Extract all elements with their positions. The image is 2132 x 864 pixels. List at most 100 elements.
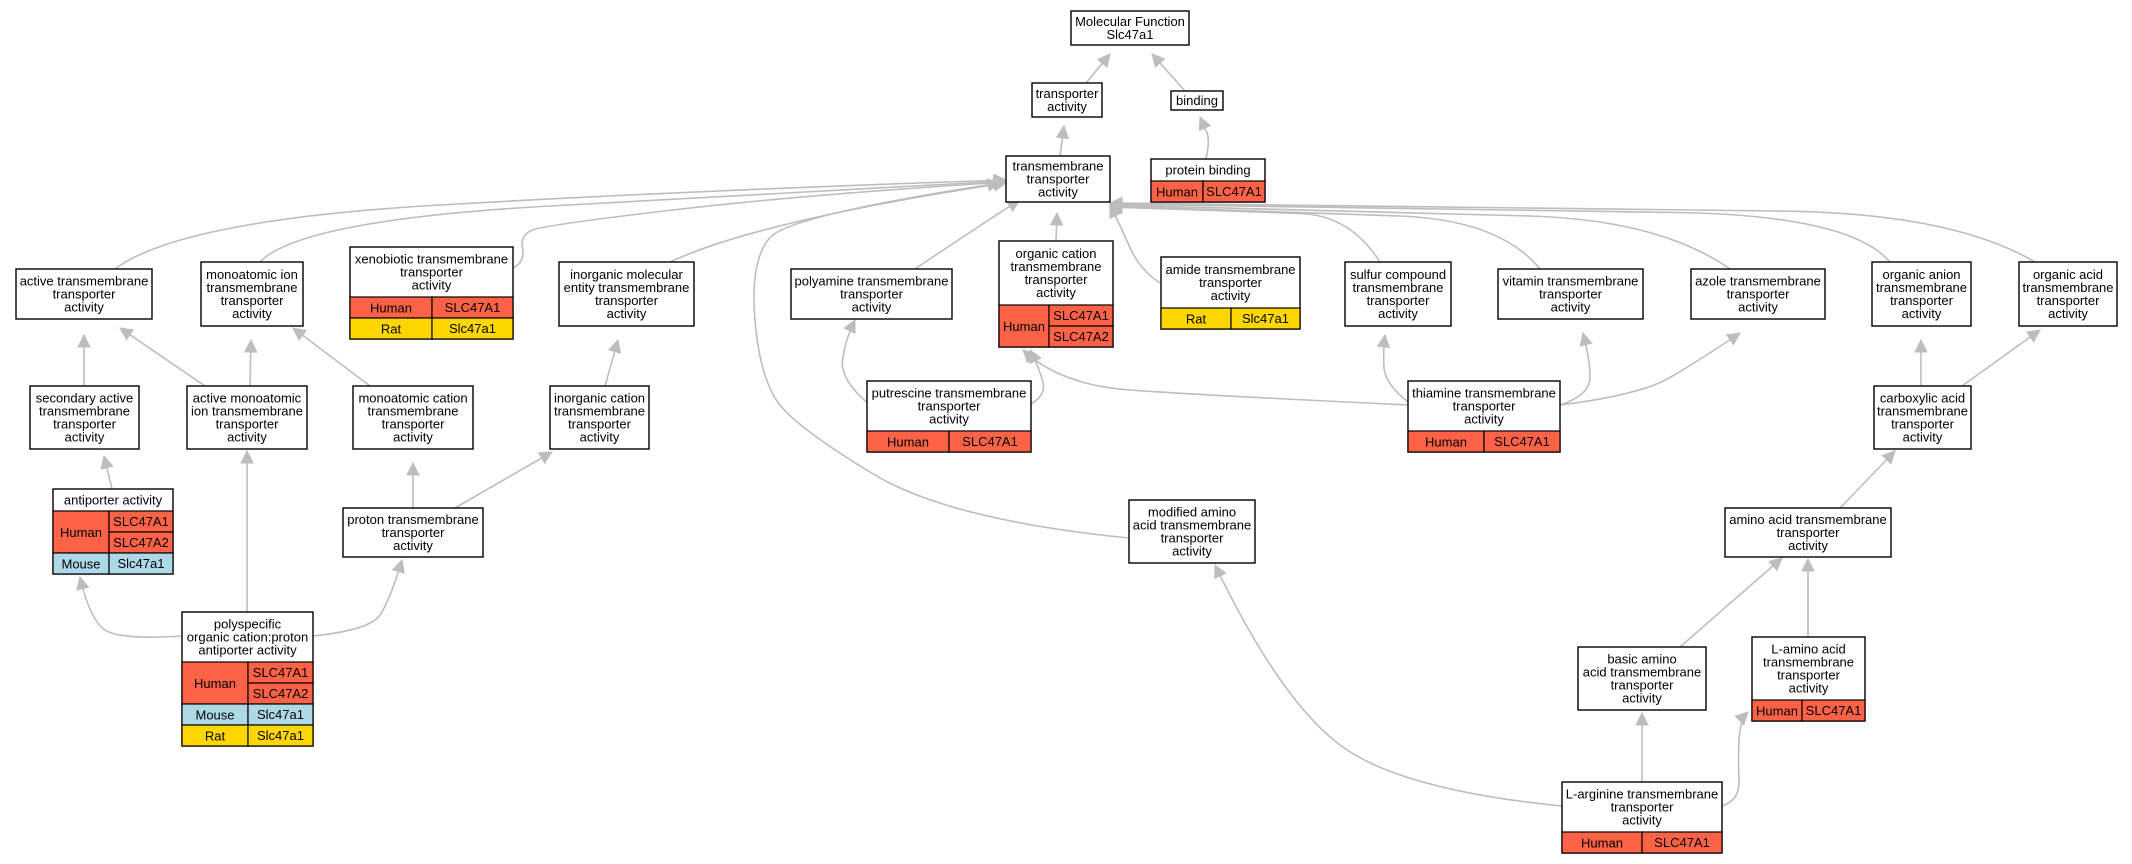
term-label-line: carboxylic acid [1880, 391, 1965, 406]
term-label-line: xenobiotic transmembrane [355, 252, 508, 267]
species-label: Mouse [195, 708, 234, 723]
go-term-monoatomic-cation[interactable]: monoatomic cationtransmembranetransporte… [352, 385, 474, 450]
term-label-line: entity transmembrane [564, 280, 690, 295]
arrowhead [843, 319, 856, 335]
term-label-line: antiporter activity [198, 643, 297, 658]
edge-line [1679, 557, 1783, 648]
edge-line [1109, 204, 1731, 270]
edge-line [841, 319, 871, 406]
go-term-organic-anion[interactable]: organic aniontransmembranetransporteract… [1871, 261, 1972, 327]
edge-line [1839, 450, 1896, 509]
gene-cell [1048, 325, 1114, 348]
term-label-line: transporter [1777, 525, 1841, 540]
arrowhead [1801, 557, 1815, 572]
species-label: Human [1003, 319, 1045, 334]
term-label-line: activity [1172, 544, 1212, 559]
species-label: Human [60, 525, 102, 540]
edge-l_arginine-to-l_amino [1721, 711, 1749, 807]
edge-line [79, 576, 183, 638]
term-label-line: sulfur compound [1350, 267, 1446, 282]
term-label-line: transporter [1539, 287, 1603, 302]
arrowhead [292, 327, 308, 341]
go-term-inorganic-cation[interactable]: inorganic cationtransmembranetransporter… [549, 385, 650, 450]
arrowhead [76, 575, 90, 591]
term-label-line: transporter [1367, 293, 1431, 308]
go-term-secondary-active[interactable]: secondary activetransmembranetransporter… [29, 385, 140, 450]
go-term-l-arginine[interactable]: L-arginine transmembranetransporteractiv… [1561, 781, 1723, 854]
term-label-line: transporter [1025, 272, 1089, 287]
go-term-carboxylic[interactable]: carboxylic acidtransmembranetransportera… [1873, 385, 1972, 450]
go-term-organic-cation[interactable]: organic cationtransmembranetransporterac… [998, 240, 1114, 348]
arrowhead [1635, 711, 1649, 726]
gene-label: SLC47A1 [1053, 308, 1109, 323]
edge-basic_amino-to-amino_acid [1679, 557, 1783, 648]
term-label-line: inorganic cation [554, 391, 645, 406]
term-label-line: activity [232, 306, 272, 321]
arrowhead [537, 451, 553, 465]
go-term-sulfur[interactable]: sulfur compoundtransmembranetransportera… [1344, 261, 1452, 327]
edge-monoatomic_cation-to-monoatomic_ion [292, 327, 371, 387]
go-term-polyamine[interactable]: polyamine transmembranetransporteractivi… [790, 268, 953, 320]
go-term-binding[interactable]: binding [1170, 90, 1224, 111]
edge-proton-to-inorganic_cation [454, 451, 553, 509]
go-term-putrescine[interactable]: putrescine transmembranetransporteractiv… [866, 380, 1032, 453]
term-label-line: active monoatomic [193, 391, 302, 406]
arrowhead [1881, 450, 1896, 465]
go-term-amino-acid[interactable]: amino acid transmembranetransporteractiv… [1724, 507, 1892, 558]
term-label-line: monoatomic cation [358, 391, 467, 406]
term-label-line: activity [393, 538, 433, 553]
go-term-monoatomic-ion[interactable]: monoatomic iontransmembranetransporterac… [200, 261, 304, 327]
gene-label: SLC47A1 [445, 300, 501, 315]
term-label-line: transporter [221, 293, 285, 308]
gene-label: SLC47A1 [113, 514, 169, 529]
edge-antiporter-to-secondary_active [100, 454, 114, 490]
gene-cell [431, 317, 514, 340]
term-label-line: transmembrane [1010, 259, 1101, 274]
arrowhead [1055, 124, 1070, 140]
edge-line [259, 180, 1007, 263]
edge-transporter-to-root [1085, 53, 1111, 84]
gene-label: Slc47a1 [449, 321, 496, 336]
edge-line [1559, 332, 1591, 406]
go-term-organic-acid[interactable]: organic acidtransmembranetransporteracti… [2018, 261, 2118, 327]
term-label-line: organic anion [1882, 267, 1960, 282]
gene-label: SLC47A2 [113, 535, 169, 550]
term-box [1577, 646, 1707, 711]
edge-line [753, 182, 1130, 539]
term-label-line: transporter [840, 287, 904, 302]
edge-line [1961, 329, 2041, 387]
species-cell-human [181, 661, 249, 705]
go-term-thiamine[interactable]: thiamine transmembranetransporteractivit… [1407, 380, 1561, 453]
edge-active_monoatomic-to-active_tm [119, 327, 206, 387]
species-label: Human [1581, 836, 1623, 851]
go-term-antiporter[interactable]: antiporter activityHumanSLC47A1SLC47A2Mo… [52, 488, 174, 575]
edge-line [1559, 332, 1741, 406]
term-label-line: transporter [568, 417, 632, 432]
term-label-line: activity [1551, 300, 1591, 315]
term-label-line: transporter [1036, 86, 1100, 101]
term-label-line: transmembrane [39, 404, 130, 419]
arrowhead [1151, 53, 1166, 68]
edge-proton-to-monoatomic_cation [406, 461, 420, 508]
go-term-l-amino[interactable]: L-amino acidtransmembranetransporteracti… [1751, 636, 1866, 722]
term-label-line: acid transmembrane [1133, 518, 1252, 533]
term-label-line: transmembrane [2022, 280, 2113, 295]
go-term-amide[interactable]: amide transmembranetransporteractivityRa… [1160, 256, 1301, 330]
term-label-line: activity [607, 306, 647, 321]
term-label-line: activity [1903, 430, 1943, 445]
go-term-xenobiotic[interactable]: xenobiotic transmembranetransporteractiv… [349, 246, 514, 340]
